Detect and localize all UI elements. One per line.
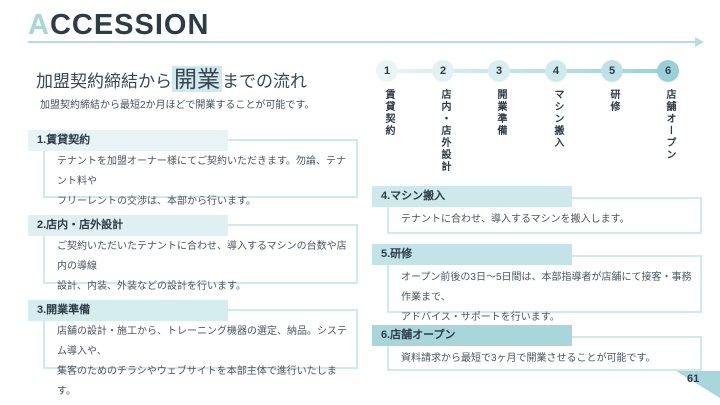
page-subtitle: 加盟契約締結から最短2か月ほどで開業することが可能です。 [40,100,315,111]
timeline-circle-5: 5 [601,60,623,82]
timeline-circle-6: 6 [657,60,679,82]
title-highlight: 開業 [172,66,222,92]
header-underline [28,41,695,43]
timeline-connector [387,69,668,73]
title-pre: 加盟契約締結から [36,72,172,91]
timeline-label-3: 開業準備 [495,89,506,137]
step-2-heading: 2.店内・店外設計 [28,215,228,236]
step-6-heading: 6.店舗オープン [372,325,572,346]
step-3-heading: 3.開業準備 [28,300,228,321]
step-1-heading: 1.賃貸契約 [28,130,228,151]
timeline-label-2: 店内・店外設計 [439,89,450,173]
brand-rest: CCESSION [49,9,210,41]
page-number: 61 [687,373,700,385]
brand-accent-letter: A [28,9,50,41]
title-post: までの流れ [222,72,307,91]
timeline-label-4: マシン搬入 [552,89,563,149]
page-title: 加盟契約締結から開業までの流れ [36,60,307,94]
arrow-right-icon [695,37,704,47]
step-4-heading: 4.マシン搬入 [372,186,572,207]
timeline-circle-4: 4 [545,60,567,82]
timeline-label-6: 店舗オープン [664,89,675,161]
timeline-circle-3: 3 [488,60,510,82]
brand-logo: ACCESSION [28,9,209,42]
timeline-circle-1: 1 [376,60,398,82]
timeline-label-5: 研修 [608,89,619,113]
timeline-label-1: 賃貸契約 [383,89,394,137]
step-5-heading: 5.研修 [372,244,572,265]
timeline-circle-2: 2 [432,60,454,82]
